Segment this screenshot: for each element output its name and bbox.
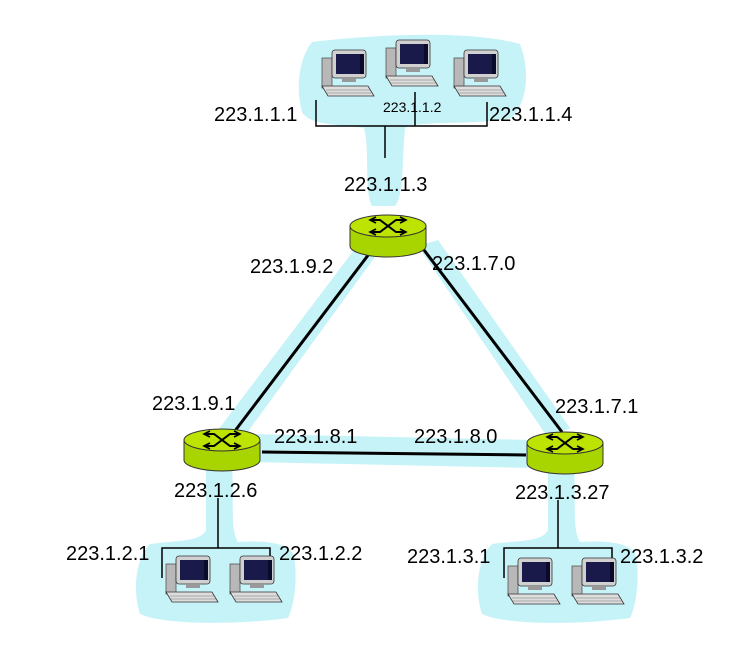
link-label-bottom-right: 223.1.8.0: [414, 426, 497, 448]
router-icon[interactable]: [349, 214, 427, 258]
interface-labels: 223.1.1.1 223.1.1.2 223.1.1.4 223.1.1.3 …: [66, 99, 703, 568]
link-label-bottom-left: 223.1.8.1: [274, 426, 357, 448]
host-label-top-left: 223.1.1.1: [214, 104, 297, 126]
router-icon[interactable]: [183, 428, 261, 472]
link-label-top-left-lower: 223.1.9.1: [152, 393, 235, 415]
link-top-right: [422, 249, 564, 433]
router-label-top-subnet: 223.1.1.3: [344, 174, 427, 196]
router-label-bottom-right-subnet: 223.1.3.27: [515, 482, 610, 504]
lan-top-bus: [315, 100, 488, 127]
host-label-bottom-left-1: 223.1.2.1: [66, 543, 149, 565]
router-icon[interactable]: [526, 431, 604, 475]
host-label-top-middle: 223.1.1.2: [383, 99, 442, 115]
host-label-bottom-left-2: 223.1.2.2: [279, 543, 362, 565]
link-bottom: [261, 450, 527, 457]
routers: [183, 214, 604, 475]
host-label-bottom-right-1: 223.1.3.1: [407, 546, 490, 568]
link-bottom-highlight: [250, 434, 534, 468]
host-label-top-right: 223.1.1.4: [489, 104, 572, 126]
link-label-top-right-lower: 223.1.7.1: [555, 396, 638, 418]
link-label-top-left-upper: 223.1.9.2: [250, 256, 333, 278]
router-label-bottom-left-subnet: 223.1.2.6: [174, 480, 257, 502]
links: [220, 249, 564, 457]
link-label-top-right-upper: 223.1.7.0: [432, 253, 515, 275]
host-label-bottom-right-2: 223.1.3.2: [620, 546, 703, 568]
link-top-right-highlight: [418, 240, 570, 438]
link-top-left: [220, 249, 374, 449]
